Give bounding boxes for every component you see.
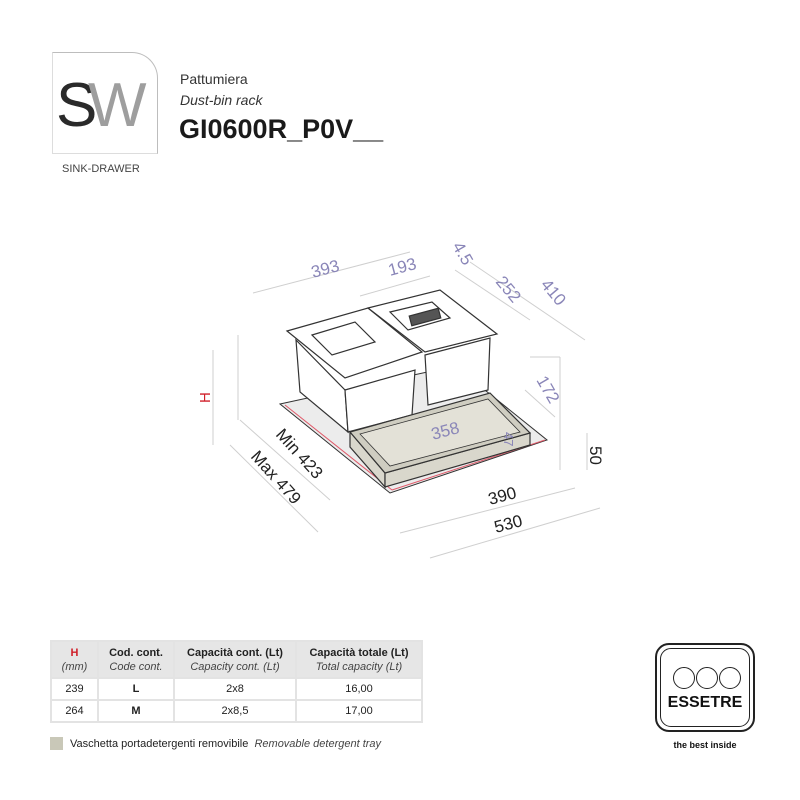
dim-252: 252 [492, 272, 525, 306]
cell-h: 264 [50, 699, 99, 723]
dim-530: 530 [492, 511, 524, 537]
cell-code: L [97, 677, 175, 701]
cell-total: 17,00 [295, 699, 423, 723]
circle-icon [696, 667, 718, 689]
legend-it: Vaschetta portadetergenti removibile [70, 738, 249, 750]
dim-393: 393 [309, 256, 341, 282]
cell-code: M [97, 699, 175, 723]
cell-capacity: 2x8,5 [173, 699, 297, 723]
brand-tagline: the best inside [673, 740, 737, 750]
header-total: Capacità totale (Lt) [309, 646, 409, 659]
detergent-tray [348, 392, 532, 489]
header-h: H [70, 646, 79, 659]
legend-text: Vaschetta portadetergenti removibile Rem… [70, 738, 381, 750]
header-code: Cod. cont. [109, 646, 163, 659]
circle-icon [719, 667, 741, 689]
legend-en: Removable detergent tray [254, 738, 382, 750]
bin-right [366, 289, 499, 406]
header-total-en: Total capacity (Lt) [315, 660, 403, 673]
brand-name: ESSETRE [667, 694, 743, 711]
dim-193: 193 [386, 254, 418, 280]
table-row: 264 M 2x8,5 17,00 [50, 699, 423, 723]
essetre-logo: ESSETRE [655, 643, 755, 732]
logo-frame [52, 52, 158, 154]
product-code: GI0600R_P0V__ [179, 114, 384, 144]
table-row: 239 L 2x8 16,00 [50, 677, 423, 701]
legend-swatch [50, 737, 63, 750]
header-capacity: Capacità cont. (Lt) [187, 646, 283, 659]
title-italian: Pattumiera [180, 71, 248, 87]
header-capacity-en: Capacity cont. (Lt) [190, 660, 280, 673]
capacity-table: H(mm) Cod. cont.Code cont. Capacità cont… [50, 640, 423, 723]
cell-h: 239 [50, 677, 99, 701]
logo-letter-w: W [88, 71, 146, 140]
dimension-lines [212, 251, 601, 559]
technical-drawing: 393 193 4.5 252 410 172 358 47 H 50 Min … [197, 239, 605, 559]
logo-subtitle: SINK-DRAWER [62, 163, 140, 175]
title-english: Dust-bin rack [180, 92, 263, 108]
cell-capacity: 2x8 [173, 677, 297, 701]
table-header-row: H(mm) Cod. cont.Code cont. Capacità cont… [50, 640, 423, 679]
dim-390: 390 [486, 483, 518, 509]
dim-height-h: H [197, 392, 214, 403]
logo-letter-s: S [56, 71, 97, 140]
circle-icon [673, 667, 695, 689]
header-h-en: (mm) [61, 660, 88, 673]
dim-50: 50 [586, 446, 605, 465]
header-code-en: Code cont. [109, 660, 163, 673]
essetre-logo-inner: ESSETRE [660, 648, 750, 727]
dim-410: 410 [537, 275, 570, 309]
dim-47: 47 [501, 432, 516, 446]
cell-total: 16,00 [295, 677, 423, 701]
